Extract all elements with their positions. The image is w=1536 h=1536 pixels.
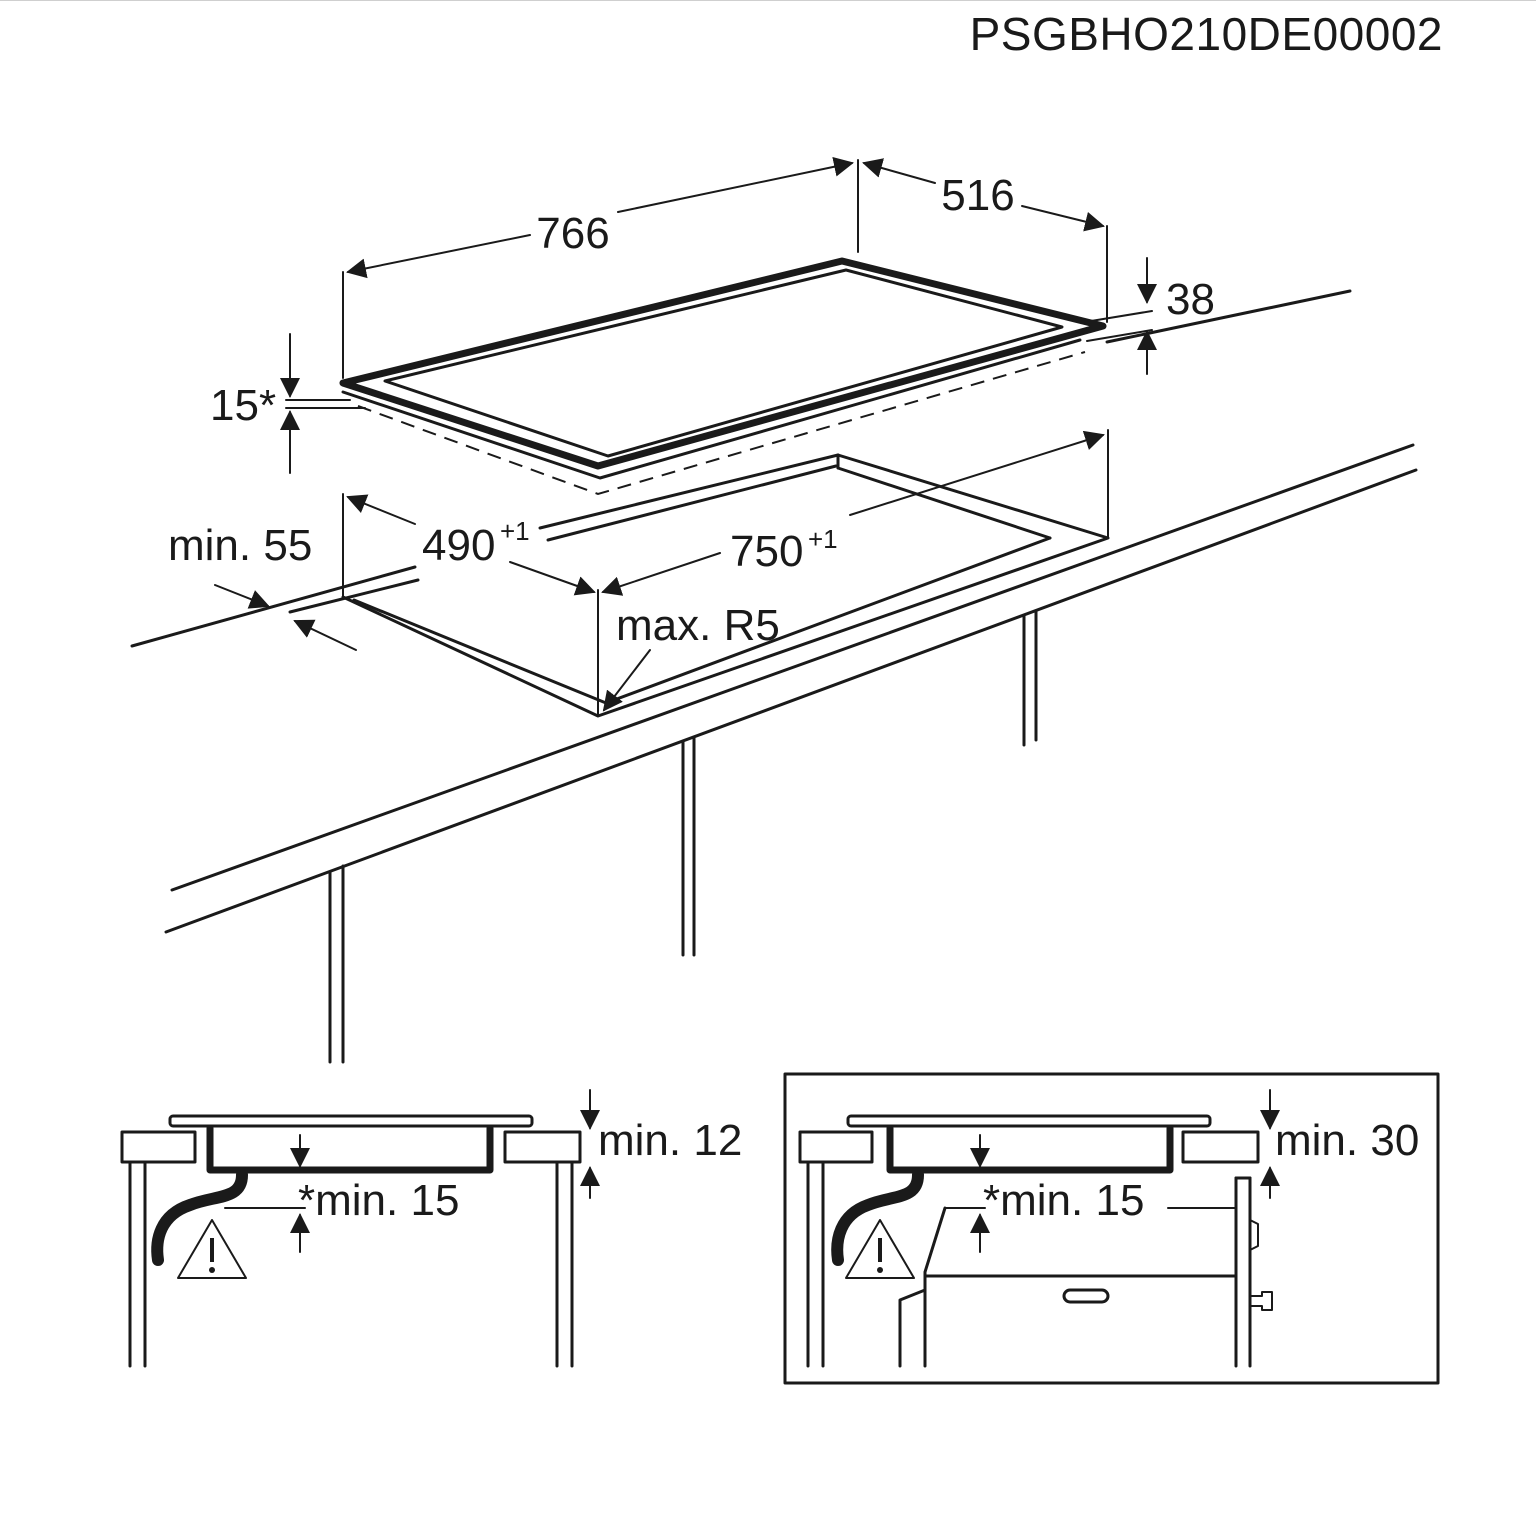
hob-depth-label: 516 (941, 171, 1014, 220)
dimension-cutout-depth: 490 +1 (342, 493, 599, 717)
warning-icon (845, 1219, 915, 1279)
dimension-hob-height: 38 (1084, 257, 1215, 375)
dimension-frame-thickness: 15* (210, 333, 366, 474)
cutout-depth-tolerance: +1 (500, 516, 530, 546)
corner-radius-label: max. R5 (616, 601, 780, 650)
cabinet-legs (328, 609, 1038, 1064)
cutout-width-tolerance: +1 (808, 524, 838, 554)
dimension-min-edge: min. 55 (168, 521, 357, 651)
section-right: *min. 15 min. 30 (783, 1072, 1440, 1385)
section-left: *min. 15 min. 12 (120, 1089, 742, 1368)
left-clearance-bottom-label: *min. 15 (298, 1176, 459, 1225)
dimension-hob-depth: 516 (862, 158, 1108, 323)
hob-perspective (339, 257, 1107, 496)
right-clearance-bottom-label: *min. 15 (983, 1176, 1144, 1225)
frame-thickness-label: 15* (210, 381, 276, 430)
hob-width-label: 766 (536, 209, 609, 258)
right-clearance-top-label: min. 30 (1275, 1116, 1419, 1165)
hob-height-label: 38 (1166, 275, 1215, 324)
cutout-depth-label: 490 (422, 521, 495, 570)
document-code: PSGBHO210DE00002 (970, 8, 1443, 60)
left-clearance-top-label: min. 12 (598, 1116, 742, 1165)
section-right-frame (783, 1072, 1440, 1385)
dimension-cutout-width: 750 +1 (601, 429, 1109, 596)
dimension-corner-radius: max. R5 (602, 601, 780, 712)
dimension-hob-width: 766 (342, 156, 859, 379)
worktop (130, 289, 1418, 934)
cutout-width-label: 750 (730, 527, 803, 576)
warning-icon (177, 1219, 247, 1279)
min-edge-label: min. 55 (168, 521, 312, 570)
top-border-line (0, 0, 1536, 9)
